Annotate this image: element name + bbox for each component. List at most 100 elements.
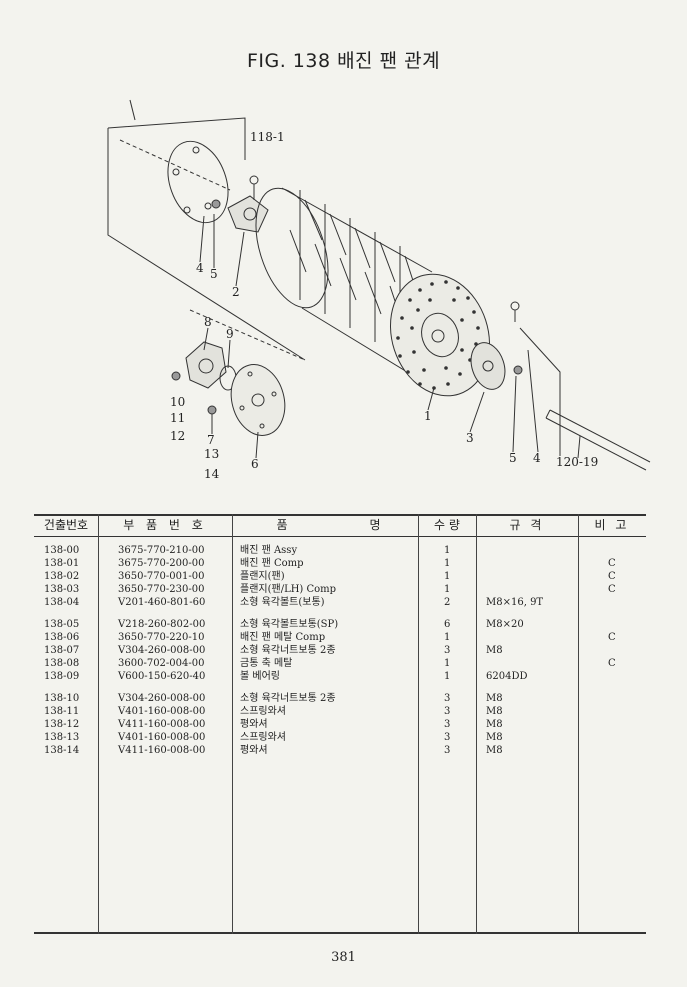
table-cell-no: 138-03 [44, 584, 80, 595]
callout-11: 11 [170, 411, 185, 425]
frame-tick [129, 99, 136, 121]
frame-outline-top [107, 117, 246, 160]
table-cell-spec: M8 [486, 645, 503, 656]
table-cell-name: 금통 축 메탈 [240, 658, 293, 669]
callout-8: 8 [204, 315, 212, 329]
table-cell-part: 3675-770-200-00 [118, 558, 205, 569]
table-cell-name: 플랜지(팬/LH) Comp [240, 584, 337, 595]
header-name-1: 품 [276, 518, 288, 532]
axis-line-right [519, 327, 561, 456]
table-cell-no: 138-07 [44, 645, 80, 656]
table-cell-part: V401-160-008-00 [118, 706, 206, 717]
header-part-no: 부 품 번 호 [123, 518, 207, 532]
table-cell-part: 3650-770-230-00 [118, 584, 205, 595]
table-cell-no: 138-12 [44, 719, 80, 730]
table-cell-qty: 6 [444, 619, 451, 630]
table-cell-name: 배진 팬 Comp [240, 558, 304, 569]
shaft-part-120-19 [545, 409, 651, 471]
flange-part-6 [230, 364, 286, 436]
callout-120-19: 120-19 [556, 455, 598, 469]
table-cell-no: 138-02 [44, 571, 80, 582]
callout-12: 12 [170, 429, 185, 443]
table-cell-part: V201-460-801-60 [118, 597, 206, 608]
table-cell-qty: 3 [444, 706, 451, 717]
table-cell-name: 소형 육각너트보통 2종 [240, 693, 336, 704]
header-name-2: 명 [369, 518, 381, 532]
table-cell-no: 138-08 [44, 658, 80, 669]
callout-1: 1 [424, 409, 432, 423]
table-cell-spec: M8×20 [486, 619, 524, 630]
table-cell-note: C [608, 558, 616, 569]
table-cell-name: 배진 팬 Assy [240, 545, 298, 556]
table-cell-spec: M8 [486, 693, 503, 704]
table-cell-spec: M8 [486, 732, 503, 743]
table-cell-qty: 1 [444, 558, 451, 569]
table-cell-name: 볼 베어링 [240, 671, 280, 682]
callout-4: 4 [196, 261, 204, 275]
fan-drum-part-1 [255, 187, 491, 397]
exploded-parts-diagram: 118-1 4 5 2 8 9 10 11 12 7 13 14 6 1 3 5… [107, 99, 651, 481]
table-cell-spec: 6204DD [486, 671, 528, 682]
table-cell-name: 스프링와셔 [240, 706, 286, 717]
figure-title: FIG. 138 배진 팬 관계 [246, 50, 441, 72]
table-cell-spec: M8 [486, 745, 503, 756]
table-cell-part: V411-160-008-00 [118, 745, 206, 756]
table-cell-name: 소형 육각볼트보통(SP) [240, 619, 339, 630]
table-cell-no: 138-13 [44, 732, 80, 743]
table-cell-part: V600-150-620-40 [118, 671, 206, 682]
table-cell-name: 소형 육각볼트(보통) [240, 597, 325, 608]
callout-14: 14 [204, 467, 220, 481]
table-cell-spec: M8 [486, 706, 503, 717]
table-cell-part: V304-260-008-00 [118, 693, 206, 704]
table-cell-part: V401-160-008-00 [118, 732, 206, 743]
table-cell-no: 138-14 [44, 745, 80, 756]
table-cell-part: 3650-770-001-00 [118, 571, 205, 582]
table-cell-qty: 1 [444, 571, 451, 582]
header-note: 비 고 [594, 518, 630, 532]
callout-4b: 4 [533, 451, 541, 465]
frame-outline-left [107, 128, 306, 361]
callout-5: 5 [210, 267, 218, 281]
table-cell-part: 3600-702-004-00 [118, 658, 205, 669]
table-cell-no: 138-05 [44, 619, 80, 630]
flange-part-2 [204, 175, 269, 233]
table-cell-qty: 3 [444, 732, 451, 743]
metal-bearing-assembly [171, 341, 237, 415]
table-cell-qty: 2 [444, 597, 451, 608]
callout-7: 7 [207, 433, 215, 447]
table-cell-qty: 3 [444, 645, 451, 656]
table-cell-part: 3650-770-220-10 [118, 632, 205, 643]
table-cell-qty: 3 [444, 719, 451, 730]
table-cell-note: C [608, 571, 616, 582]
table-cell-no: 138-10 [44, 693, 80, 704]
table-cell-qty: 1 [444, 545, 451, 556]
table-cell-no: 138-04 [44, 597, 80, 608]
page-number: 381 [331, 950, 356, 965]
flange-part-3 [470, 301, 523, 390]
table-cell-qty: 1 [444, 632, 451, 643]
table-cell-name: 플랜지(팬) [240, 571, 285, 582]
table-cell-no: 138-11 [44, 706, 80, 717]
table-cell-name: 평와셔 [240, 745, 268, 756]
callout-2: 2 [232, 285, 240, 299]
axis-line-upper [119, 139, 231, 191]
callout-3: 3 [466, 431, 474, 445]
table-cell-spec: M8 [486, 719, 503, 730]
callout-10: 10 [170, 395, 185, 409]
table-cell-note: C [608, 632, 616, 643]
header-spec: 규 격 [509, 518, 545, 532]
gasket-plate [167, 140, 229, 224]
table-cell-qty: 3 [444, 745, 451, 756]
callout-118-1: 118-1 [250, 130, 285, 144]
table-cell-part: V304-260-008-00 [118, 645, 206, 656]
header-qty: 수 량 [434, 518, 460, 532]
callout-6: 6 [251, 457, 259, 471]
table-cell-no: 138-01 [44, 558, 80, 569]
callout-5b: 5 [509, 451, 517, 465]
callout-9: 9 [226, 327, 234, 341]
table-cell-no: 138-09 [44, 671, 80, 682]
table-cell-spec: M8×16, 9T [486, 597, 544, 608]
table-cell-qty: 1 [444, 584, 451, 595]
header-drawing-no: 건출번호 [43, 518, 89, 532]
table-cell-qty: 1 [444, 671, 451, 682]
